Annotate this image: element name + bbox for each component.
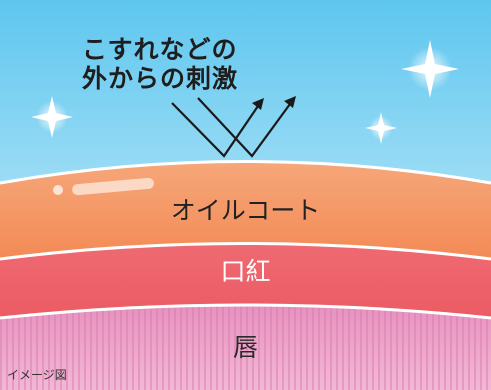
deflection-arrow-icon — [171, 97, 291, 158]
arrowhead-icon — [252, 96, 296, 110]
title-line-1: こすれなどの — [82, 35, 238, 64]
sparkle-icon — [365, 112, 397, 144]
lipstick-layer — [0, 243, 491, 318]
lips-label: 唇 — [232, 333, 258, 362]
oil-highlight-bar — [72, 177, 154, 196]
sparkle-icon — [401, 40, 459, 98]
sparkle-icon — [31, 96, 73, 138]
oil-coat-label: オイルコート — [170, 196, 321, 225]
oil-highlight-dot — [53, 185, 63, 195]
lipstick-label: 口紅 — [220, 257, 271, 286]
image-caption: イメージ図 — [7, 368, 67, 382]
title-line-2: 外からの刺激 — [82, 64, 239, 93]
